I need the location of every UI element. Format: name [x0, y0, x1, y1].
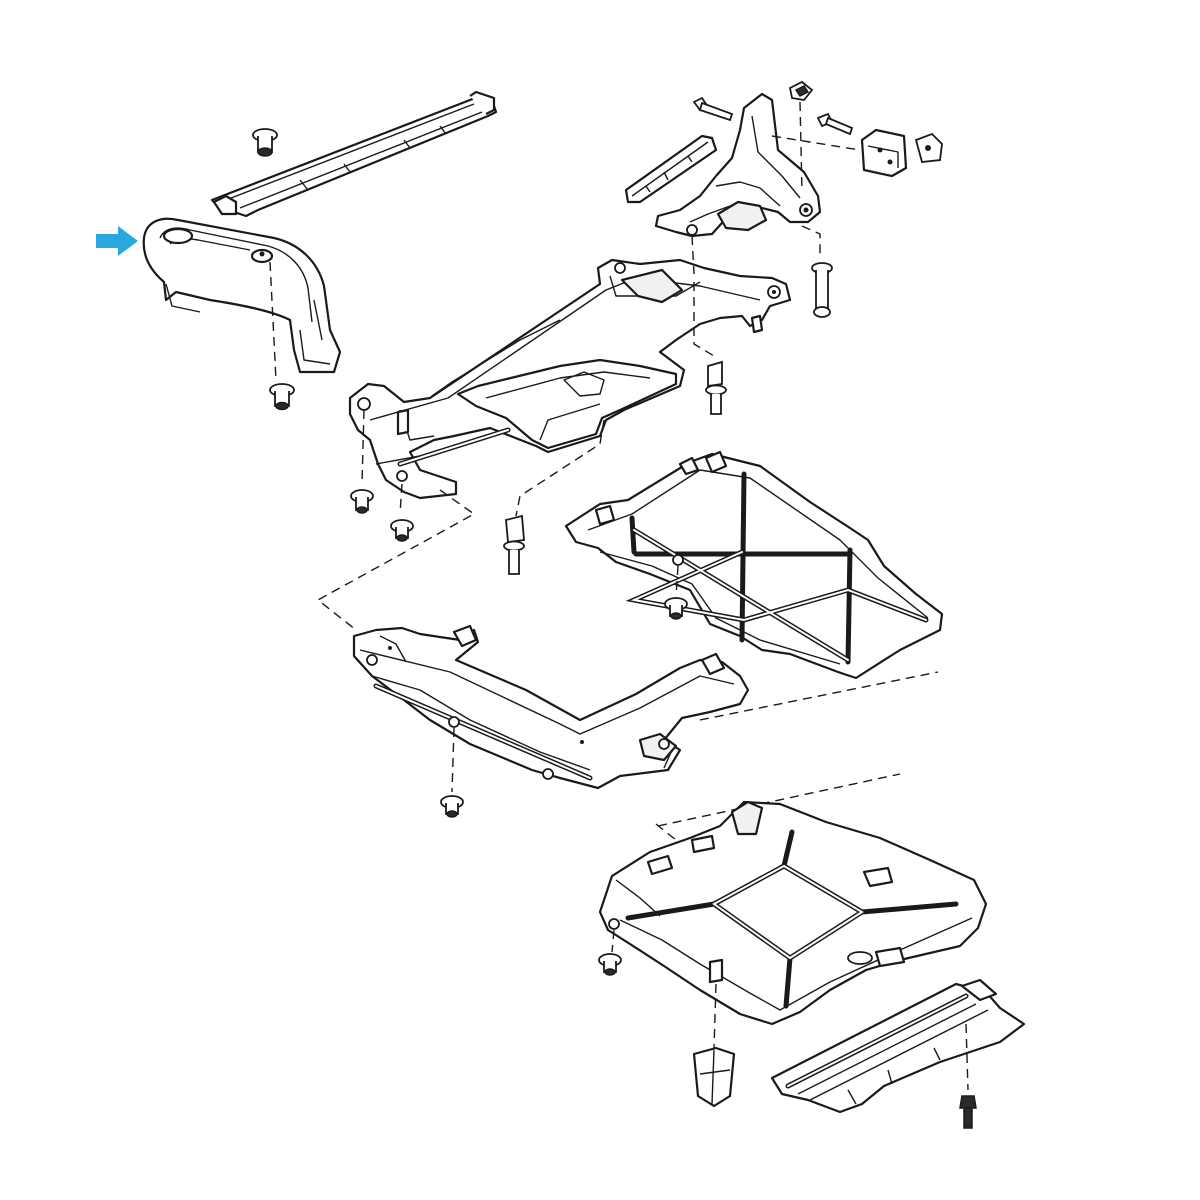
bolt-icon	[816, 112, 854, 136]
bolt-icon	[811, 262, 833, 318]
bolt-icon	[705, 360, 727, 415]
push-rivet-icon	[390, 519, 414, 542]
push-rivet-icon	[664, 597, 688, 620]
mounting-bracket-assembly	[654, 92, 822, 238]
push-rivet-icon	[350, 489, 374, 514]
transmission-cross-member	[564, 450, 944, 680]
side-trim-strip	[624, 134, 718, 204]
bolt-icon	[692, 96, 734, 122]
bolt-icon	[503, 514, 525, 575]
front-rail-bracket	[210, 90, 498, 218]
rear-skid-strip	[770, 978, 1026, 1114]
push-rivet-icon	[598, 953, 622, 976]
mounting-clip-block	[692, 1046, 736, 1108]
highlight-arrow-icon	[96, 226, 138, 256]
nut-icon	[914, 132, 943, 163]
bolt-icon	[959, 1095, 977, 1129]
push-rivet-icon	[440, 795, 464, 818]
air-duct-deflector	[142, 217, 342, 374]
push-rivet-icon	[252, 128, 278, 157]
clip-icon	[788, 80, 814, 101]
upper-underbody-panel	[348, 258, 792, 500]
engine-splash-shield	[598, 800, 988, 1026]
mounting-plate	[860, 128, 908, 178]
push-rivet-icon	[269, 383, 295, 411]
center-underbody-panel	[352, 624, 750, 790]
